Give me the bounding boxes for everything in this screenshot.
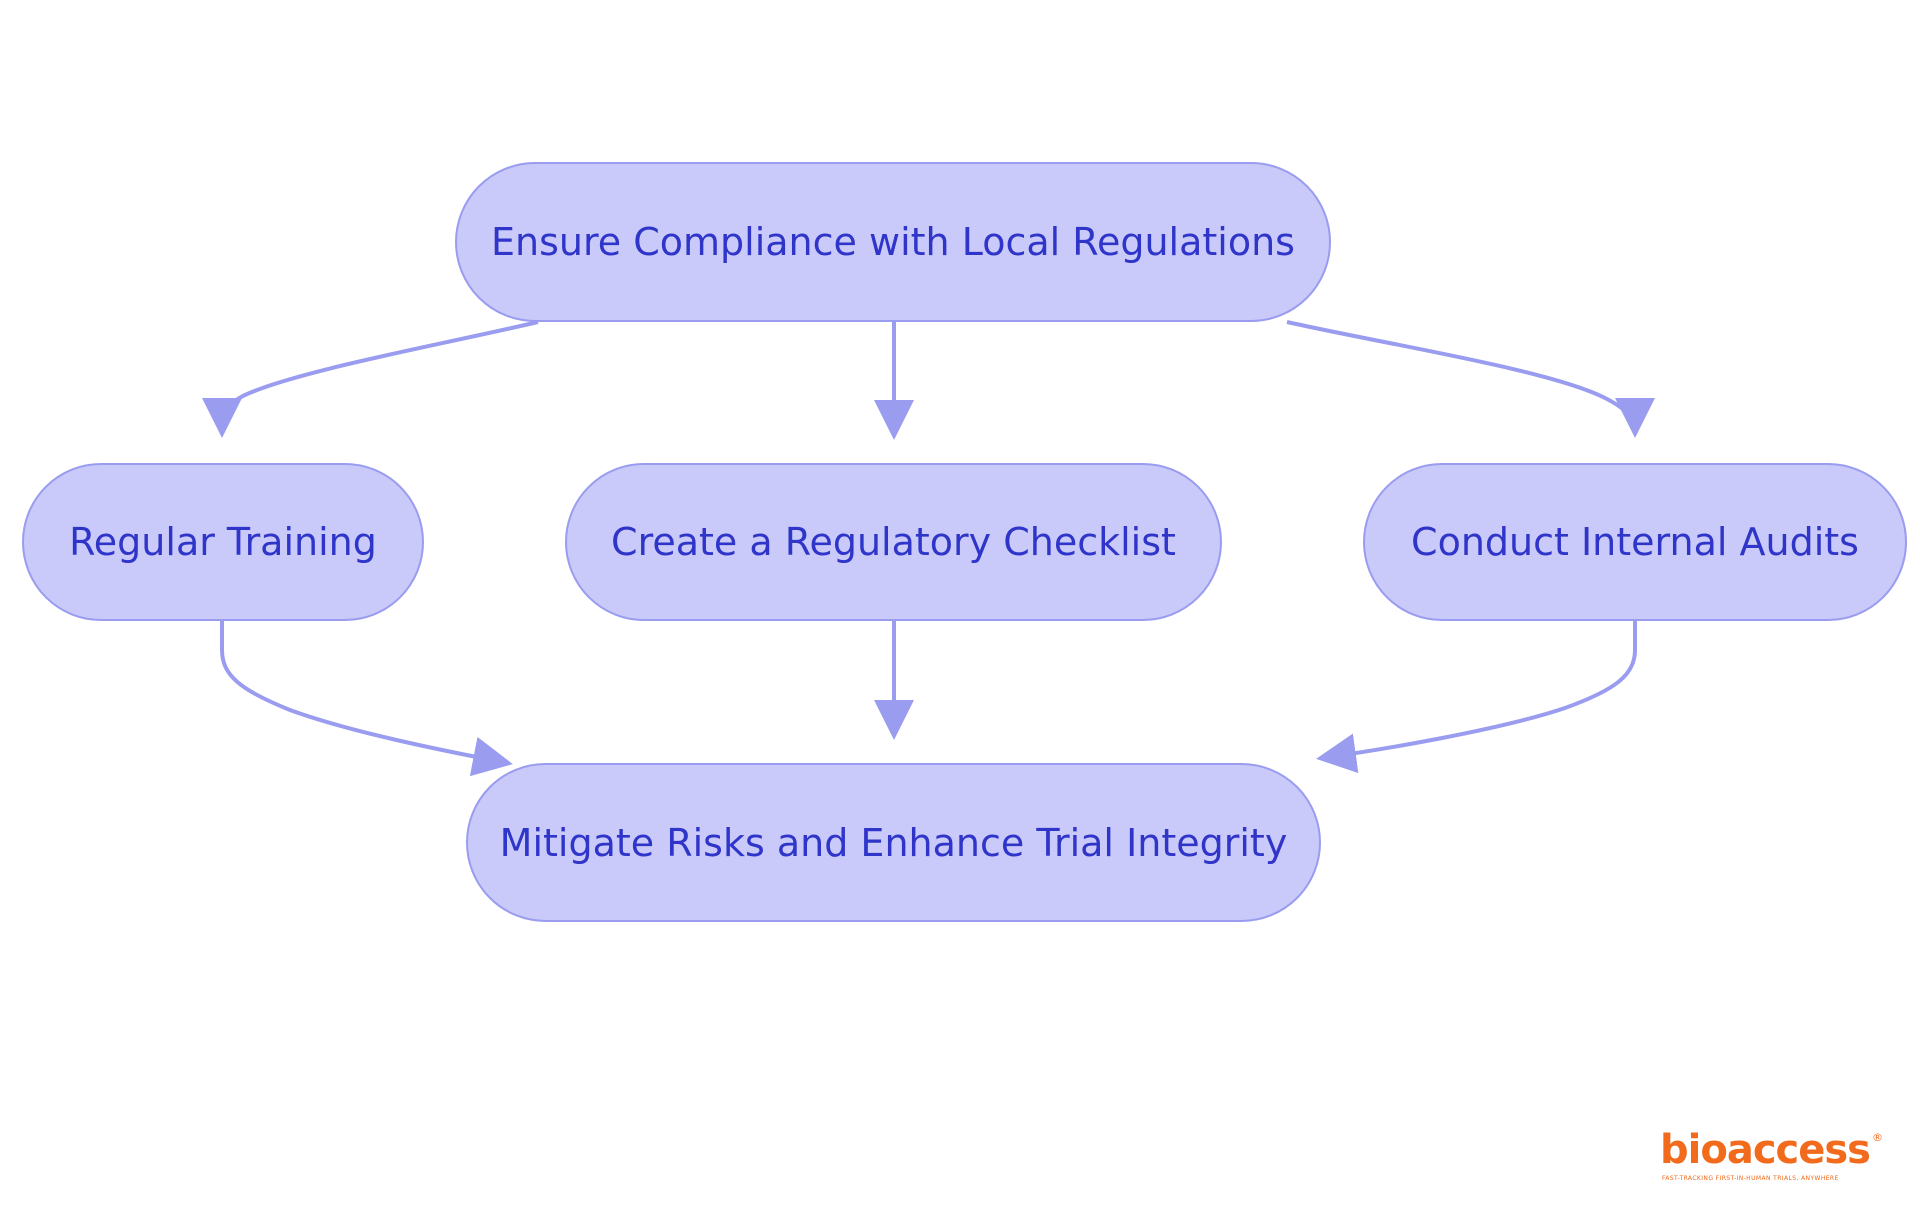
- node-regulatory-checklist: Create a Regulatory Checklist: [565, 463, 1222, 621]
- node-ensure-compliance: Ensure Compliance with Local Regulations: [455, 162, 1331, 322]
- node-mitigate-risks: Mitigate Risks and Enhance Trial Integri…: [466, 763, 1321, 922]
- edge-top-to-right: [1286, 320, 1655, 438]
- bioaccess-logo: bioaccess ® FAST-TRACKING FIRST-IN-HUMAN…: [1660, 1127, 1883, 1190]
- node-internal-audits: Conduct Internal Audits: [1363, 463, 1907, 621]
- logo-tagline: FAST-TRACKING FIRST-IN-HUMAN TRIALS, ANY…: [1662, 1175, 1839, 1182]
- logo-wordmark: bioaccess: [1660, 1127, 1871, 1173]
- node-regular-training: Regular Training: [22, 463, 424, 621]
- registered-mark-icon: ®: [1872, 1131, 1883, 1144]
- edge-top-to-left: [202, 320, 539, 438]
- edge-right-to-bottom: [1316, 621, 1637, 774]
- edge-left-to-bottom: [220, 621, 513, 777]
